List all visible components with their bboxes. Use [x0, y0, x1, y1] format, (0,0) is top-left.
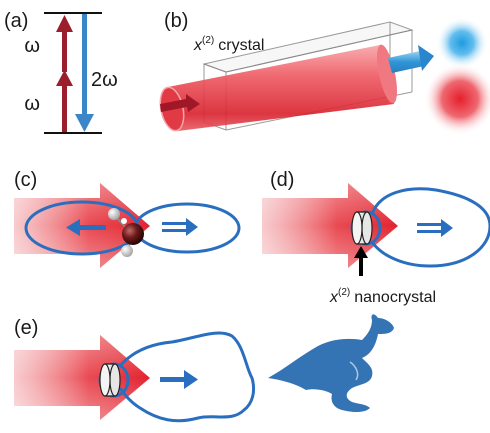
forward-arrow-d — [417, 219, 453, 237]
fundamental-spot — [424, 63, 490, 135]
nanocrystal-label: x(2)nanocrystal — [329, 287, 436, 306]
photon-up-arrow-upper — [56, 15, 73, 72]
omega-label-lower: ω — [24, 93, 40, 115]
fundamental-beam-cylinder — [159, 44, 398, 132]
nanocrystal-disk-e — [99, 363, 121, 397]
shaped-emission-lobe — [118, 331, 256, 423]
two-omega-label: 2ω — [91, 69, 118, 91]
panel-label-a: (a) — [4, 10, 28, 32]
panel-d-nanocrystal: (d) x(2)nanocrystal — [262, 169, 490, 306]
omega-label-upper: ω — [24, 35, 40, 57]
forward-arrow-c — [162, 218, 198, 236]
harmonic-down-arrow — [75, 14, 94, 132]
panel-label-d: (d) — [270, 169, 294, 191]
photon-up-arrow-lower — [56, 70, 73, 132]
backward-arrow-c — [66, 219, 106, 236]
molecule-icon — [108, 208, 144, 257]
crystal-box-front — [203, 29, 413, 73]
panel-b-bulk-crystal: (b) x(2)crystal — [159, 10, 490, 135]
input-red-arrow — [160, 94, 200, 112]
panel-c-molecule: (c) — [14, 169, 241, 268]
panel-label-e: (e) — [14, 317, 38, 339]
harmonic-spot — [436, 17, 488, 69]
panel-e-antenna: (e) — [14, 314, 394, 423]
black-pointer-arrow — [354, 246, 368, 276]
panel-a-energy-diagram: (a) ω ω 2ω — [4, 10, 118, 134]
crystal-label: x(2)crystal — [193, 35, 264, 54]
forward-arrow-e — [160, 370, 198, 389]
panel-label-b: (b) — [164, 10, 188, 32]
kangaroo-icon — [268, 314, 394, 412]
panel-label-c: (c) — [14, 169, 37, 191]
nanocrystal-disk-d — [351, 211, 373, 245]
harmonic-output-beam — [388, 45, 434, 73]
